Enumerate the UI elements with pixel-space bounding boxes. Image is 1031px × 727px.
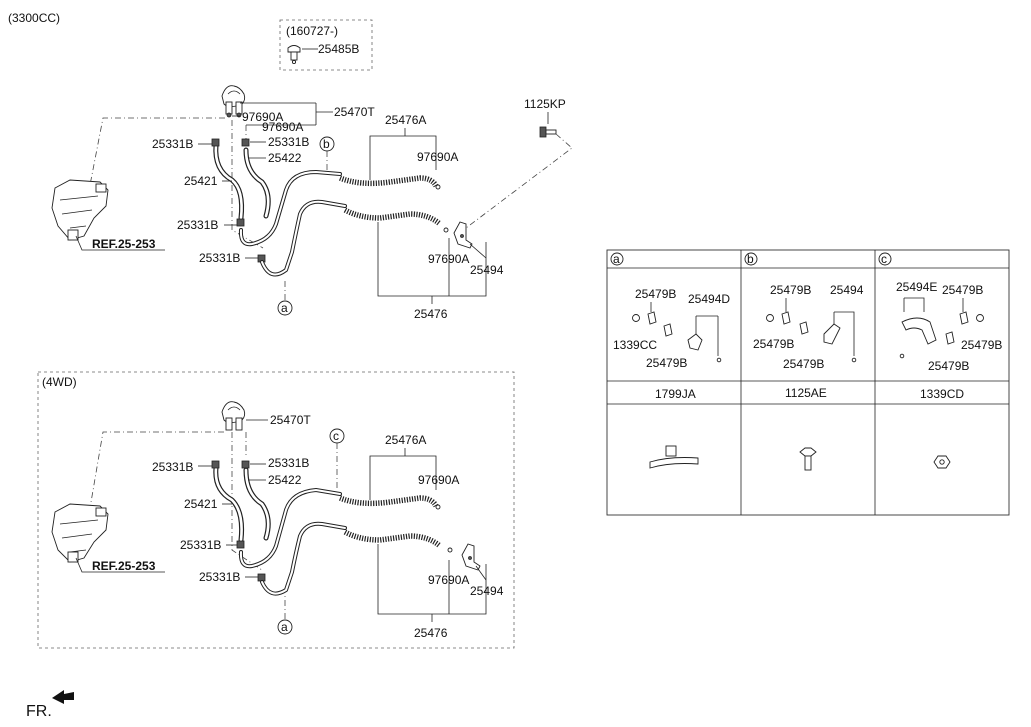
date-code-inset: (160727-) 25485B	[279, 19, 373, 71]
part-25331b-label-6: 25331B	[268, 456, 309, 470]
detail-col-c-tag: c	[881, 252, 887, 266]
detail-col-b-part-2: 25494	[830, 283, 864, 297]
part-25476-label-4wd: 25476	[414, 626, 448, 640]
callout-a-label-4wd: a	[281, 620, 288, 634]
part-25494-label-4wd: 25494	[470, 584, 504, 598]
detail-col-a-bottom: 1799JA	[655, 387, 696, 401]
part-97690a-label-4wd1: 97690A	[418, 473, 459, 487]
part-25331b-label-7: 25331B	[180, 538, 221, 552]
part-25485b-label: 25485B	[318, 42, 359, 56]
part-97690a-label-4wd2: 97690A	[428, 573, 469, 587]
detail-col-b-part-1: 25479B	[770, 283, 811, 297]
engine-block-icon	[51, 179, 109, 241]
detail-col-a-part-4: 25479B	[646, 356, 687, 370]
nut-1339cd-icon	[933, 455, 951, 469]
detail-col-a-part-3: 1339CC	[613, 338, 657, 352]
part-25422-label-4wd: 25422	[268, 473, 302, 487]
cap-25485b-icon	[287, 45, 301, 65]
part-25421-label-top: 25421	[184, 174, 218, 188]
detail-col-b-tag: b	[747, 252, 754, 266]
part-25421-label-4wd: 25421	[184, 497, 218, 511]
part-25331b-label-5: 25331B	[152, 460, 193, 474]
part-25476a-label-top: 25476A	[385, 113, 426, 127]
detail-col-a: a 25479B 25494D 1339CC 25479B 1799JA	[610, 252, 730, 469]
detail-col-b-bottom: 1125AE	[785, 386, 827, 400]
detail-col-c-part-2: 25479B	[942, 283, 983, 297]
callout-a-label-top: a	[281, 301, 288, 315]
part-25470t-label-4wd: 25470T	[270, 413, 311, 427]
date-code-label: (160727-)	[286, 24, 338, 38]
part-97690a-label-top3: 97690A	[417, 150, 458, 164]
variant-drive-label: (4WD)	[42, 375, 77, 389]
bolt-1125kp-icon	[539, 126, 557, 138]
arrow-left-icon	[52, 690, 74, 704]
detail-col-a-part-2: 25494D	[688, 292, 730, 306]
bracket-25494-icon	[453, 221, 473, 249]
detail-col-b: b 25479B 25494 25479B 25479B 1125AE	[744, 252, 864, 471]
part-25422-label-top: 25422	[268, 151, 302, 165]
callout-b-label-top: b	[323, 137, 330, 151]
part-25331b-label-8: 25331B	[199, 570, 240, 584]
clip-icon-a2	[663, 323, 673, 337]
part-25470t-label-top: 25470T	[334, 105, 375, 119]
4wd-box	[37, 371, 515, 649]
section-3300cc: (3300CC) (160727-) 25485B	[8, 11, 573, 321]
clip-icon-a1	[647, 311, 657, 325]
callout-a-top	[277, 300, 293, 316]
part-97690a-label-top2: 97690A	[262, 120, 303, 134]
part-25331b-label-1: 25331B	[152, 137, 193, 151]
detail-table-frame	[606, 249, 1010, 516]
bracket-icon-c	[901, 317, 937, 345]
part-25476-label-top: 25476	[414, 307, 448, 321]
front-indicator: FR.	[26, 690, 74, 720]
engine-block-icon-4wd	[51, 503, 109, 563]
part-1125kp-label: 1125KP	[524, 97, 566, 111]
clip-1799ja-icon	[649, 445, 699, 469]
part-97690a-label-top4: 97690A	[428, 252, 469, 266]
part-25331b-label-3: 25331B	[177, 218, 218, 232]
bracket-icon-a	[687, 333, 703, 351]
detail-col-c-part-1: 25494E	[896, 280, 937, 294]
detail-col-c-bottom: 1339CD	[920, 387, 964, 401]
detail-col-b-part-3: 25479B	[753, 337, 794, 351]
clamp-25331b-icon-3	[236, 218, 245, 227]
bracket-25494-icon-4wd	[461, 543, 481, 571]
front-label: FR.	[26, 703, 52, 720]
part-25494-label-top: 25494	[470, 263, 504, 277]
clamp-25331b-icon	[211, 138, 220, 147]
part-25331b-label-4: 25331B	[199, 251, 240, 265]
detail-col-c: c 25494E 25479B 25479B 25479B 1339CD	[878, 252, 1002, 469]
detail-col-a-part-1: 25479B	[635, 287, 676, 301]
bolt-1125ae-icon	[799, 447, 817, 471]
detail-col-b-part-4: 25479B	[783, 357, 824, 371]
reservoir-fitting-icon-4wd	[221, 401, 246, 431]
nut-icon-a	[632, 314, 640, 322]
part-97690a-label-top1: 97690A	[242, 110, 283, 124]
bracket-icon-b	[823, 323, 841, 345]
ref-25-253-label-4wd: REF.25-253	[92, 559, 156, 573]
callout-a-4wd	[277, 619, 293, 635]
part-25476a-label-4wd: 25476A	[385, 433, 426, 447]
detail-col-c-part-3: 25479B	[961, 338, 1002, 352]
section-4wd: (4WD) 25470T REF.25-253 25331B 25	[37, 371, 515, 649]
callout-c-label-4wd: c	[333, 429, 339, 443]
detail-table: a 25479B 25494D 1339CC 25479B 1799JA b 2…	[606, 249, 1010, 516]
detail-col-c-part-4: 25479B	[928, 359, 969, 373]
clamp-25331b-icon-2	[241, 138, 250, 147]
ref-25-253-label-top: REF.25-253	[92, 237, 156, 251]
variant-engine-label: (3300CC)	[8, 11, 60, 25]
detail-col-a-tag: a	[613, 252, 620, 266]
inset-box	[279, 19, 373, 71]
part-25331b-label-2: 25331B	[268, 135, 309, 149]
